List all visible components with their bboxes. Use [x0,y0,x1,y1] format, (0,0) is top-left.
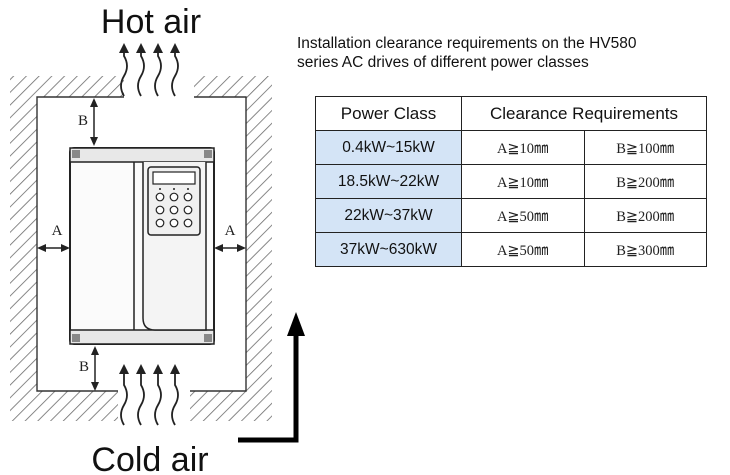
table-row: 22kW~37kW A≧50㎜ B≧200㎜ [315,198,707,233]
clearance-b-cell: B≧200㎜ [583,164,707,199]
clearance-table: Power Class Clearance Requirements 0.4kW… [315,96,707,267]
clearance-b-cell: B≧100㎜ [583,130,707,165]
keypad [147,166,201,236]
cold-air-label: Cold air [91,441,208,475]
clearance-b-cell: B≧300㎜ [583,232,707,267]
power-class-cell: 22kW~37kW [315,198,462,233]
clearance-a-left [37,244,70,252]
power-class-cell: 37kW~630kW [315,232,462,267]
table-row: 18.5kW~22kW A≧10㎜ B≧200㎜ [315,164,707,199]
gap-b-bottom-label: B [79,359,89,375]
clearance-a-cell: A≧10㎜ [461,130,585,165]
clearance-a-cell: A≧10㎜ [461,164,585,199]
caption: Installation clearance requirements on t… [297,34,727,72]
clearance-b-top [90,98,98,146]
clearance-a-right [214,244,246,252]
clearance-a-cell: A≧50㎜ [461,232,585,267]
clearance-b-bottom [91,346,99,391]
caption-line-2: series AC drives of different power clas… [297,54,589,71]
power-class-cell: 18.5kW~22kW [315,164,462,199]
gap-a-right-label: A [225,223,236,239]
airflow-direction-arrow [238,312,305,443]
header-power-class: Power Class [315,96,462,131]
caption-line-1: Installation clearance requirements on t… [297,35,637,52]
hot-air-label: Hot air [101,3,201,41]
power-class-cell: 0.4kW~15kW [315,130,462,165]
gap-a-left-label: A [52,223,63,239]
clearance-b-cell: B≧200㎜ [583,198,707,233]
clearance-a-cell: A≧50㎜ [461,198,585,233]
hot-air-arrows [120,50,179,97]
table-header-row: Power Class Clearance Requirements [315,96,707,131]
table-row: 37kW~630kW A≧50㎜ B≧300㎜ [315,232,707,267]
clearance-table-wrap: Power Class Clearance Requirements 0.4kW… [315,96,707,267]
cold-air-arrows [120,373,179,426]
gap-b-top-label: B [78,113,88,129]
table-row: 0.4kW~15kW A≧10㎜ B≧100㎜ [315,130,707,165]
header-clearance-requirements: Clearance Requirements [461,96,707,131]
